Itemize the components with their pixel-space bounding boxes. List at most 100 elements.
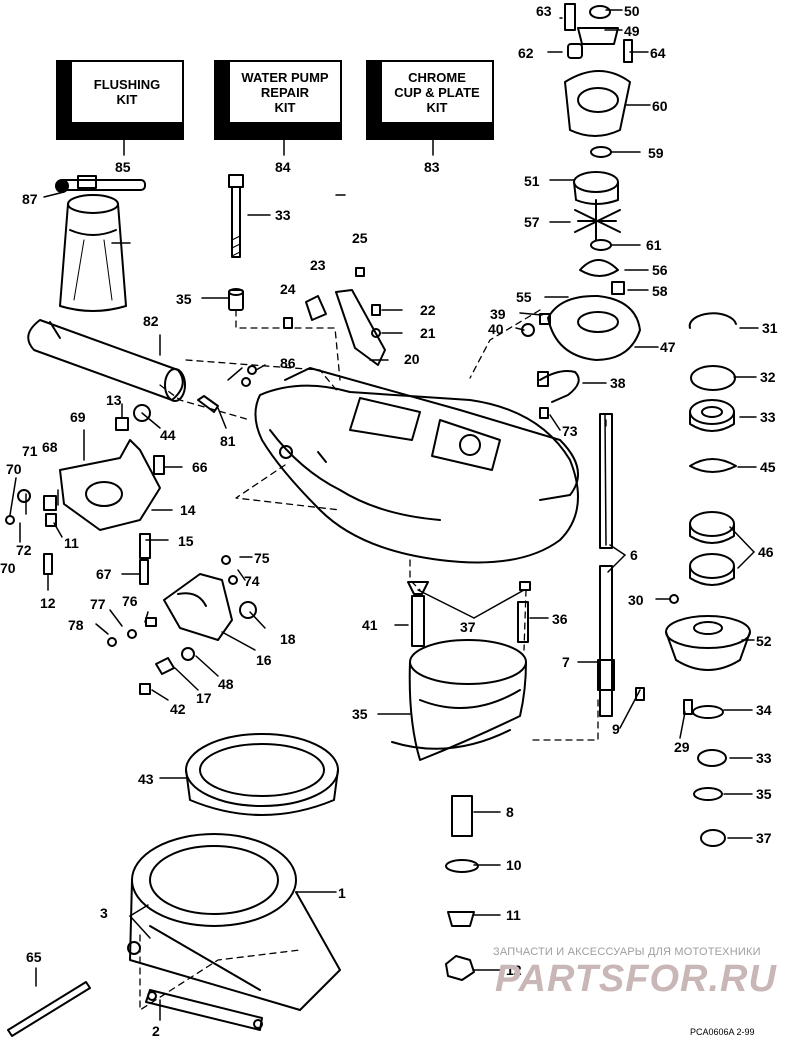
callout-56: 55 (516, 289, 532, 305)
callout-40: 35 (176, 291, 192, 307)
callout-22: 21 (420, 325, 436, 341)
callout-65: 64 (650, 45, 666, 61)
callout-23: 22 (420, 302, 436, 318)
bolt-39 (228, 174, 244, 258)
kit-label: CHROME CUP & PLATE KIT (380, 60, 494, 124)
callout-30: 31 (762, 320, 778, 336)
flushing-tool (55, 175, 146, 312)
callout-77: 76 (122, 593, 138, 609)
ride-plate-1 (127, 833, 341, 1011)
callout-83: 83 (424, 159, 440, 175)
callout-19: 17 (196, 690, 212, 706)
callout-53: 49 (624, 23, 640, 39)
callout-16: 14 (180, 502, 196, 518)
watermark-text: ЗАПЧАСТИ И АКСЕССУАРЫ ДЛЯ МОТОТЕХНИКИ (493, 946, 761, 958)
kit-label: FLUSHING KIT (70, 60, 184, 124)
callout-80: 82 (143, 313, 159, 329)
callout-11: 11 (506, 907, 521, 923)
kit-box-shadow (366, 60, 382, 140)
bolt-81-82 (197, 365, 257, 413)
bracket-16 (5, 404, 165, 585)
callout-46: 43 (138, 771, 154, 787)
callout-45: 42 (170, 701, 186, 717)
callout-86: 87 (22, 191, 38, 207)
callout-21: 20 (404, 351, 420, 367)
callout-52: 47 (660, 339, 676, 355)
callout-2: 2 (152, 1023, 160, 1039)
small-seals (692, 705, 727, 847)
callout-7: 7 (562, 654, 570, 670)
callout-38: 37 (460, 619, 476, 635)
lever-18 (107, 555, 257, 695)
callout-48: 45 (760, 459, 776, 475)
part-24 (305, 295, 327, 321)
callout-36: 35 (352, 706, 368, 722)
callout-55: 51 (524, 173, 540, 189)
callout-60: 59 (648, 145, 664, 161)
callout-70: 69 (70, 409, 86, 425)
callout-31: 32 (760, 369, 776, 385)
callout-51: 48 (218, 676, 234, 692)
water-pump-stack (547, 3, 641, 361)
callout-71: 70 (6, 461, 22, 477)
callout-59: 58 (652, 283, 668, 299)
callout-18: 16 (256, 652, 272, 668)
callout-35: 37 (756, 830, 772, 846)
callout-68: 67 (96, 566, 112, 582)
callout-74: 73 (562, 423, 578, 439)
bracket-21 (335, 267, 386, 366)
pump-housing (254, 367, 579, 564)
callout-14: 12 (40, 595, 56, 611)
callout-13: 11 (64, 535, 79, 551)
callout-12: 12 (506, 962, 522, 978)
link-2 (145, 989, 263, 1031)
callout-28: 29 (674, 739, 690, 755)
kit-box-shadow (214, 60, 230, 140)
leader-lines (9, 9, 759, 1021)
callout-75: 74 (244, 573, 260, 589)
seal-stack-right (665, 312, 751, 671)
callout-54: 50 (624, 3, 640, 19)
callout-41: 38 (610, 375, 626, 391)
callout-73: 72 (16, 542, 32, 558)
drive-shaft (597, 413, 693, 717)
callout-32: 33 (760, 409, 776, 425)
callout-26: 25 (352, 230, 368, 246)
callout-29: 30 (628, 592, 644, 608)
callout-63: 62 (518, 45, 534, 61)
callout-62: 61 (646, 237, 662, 253)
callout-64: 63 (536, 3, 552, 19)
callout-39: 33 (275, 207, 291, 223)
callout-84: 84 (275, 159, 291, 175)
callout-61: 60 (652, 98, 668, 114)
callout-82: 86 (280, 355, 296, 371)
callout-9: 9 (612, 721, 620, 737)
pipe-80 (27, 319, 186, 402)
lower-small-parts (445, 795, 479, 981)
callout-8: 8 (506, 804, 514, 820)
callout-24: 23 (310, 257, 326, 273)
callout-1: 1 (338, 885, 346, 901)
kit-label: WATER PUMP REPAIR KIT (228, 60, 342, 124)
callout-43: 40 (488, 321, 504, 337)
screw-23 (371, 304, 381, 338)
callout-15: 13 (106, 392, 122, 408)
callout-70b: 70 (0, 560, 16, 576)
kit-box-shadow (366, 122, 494, 140)
callout-6: 6 (630, 547, 638, 563)
callout-81: 81 (220, 433, 236, 449)
callout-33b: 35 (756, 786, 772, 802)
callout-67: 66 (192, 459, 208, 475)
callout-42: 39 (490, 306, 506, 322)
callout-10: 10 (506, 857, 522, 873)
kit-box-shadow (214, 122, 342, 140)
callout-47: 44 (160, 427, 176, 443)
callout-25: 24 (280, 281, 296, 297)
callout-58: 57 (524, 214, 540, 230)
callout-17: 15 (178, 533, 194, 549)
part-25 (283, 317, 293, 329)
brand-logo: PARTSFOR.RU (495, 958, 777, 1000)
callout-49: 46 (758, 544, 774, 560)
kit-box-shadow (56, 60, 72, 140)
callout-79: 78 (68, 617, 84, 633)
